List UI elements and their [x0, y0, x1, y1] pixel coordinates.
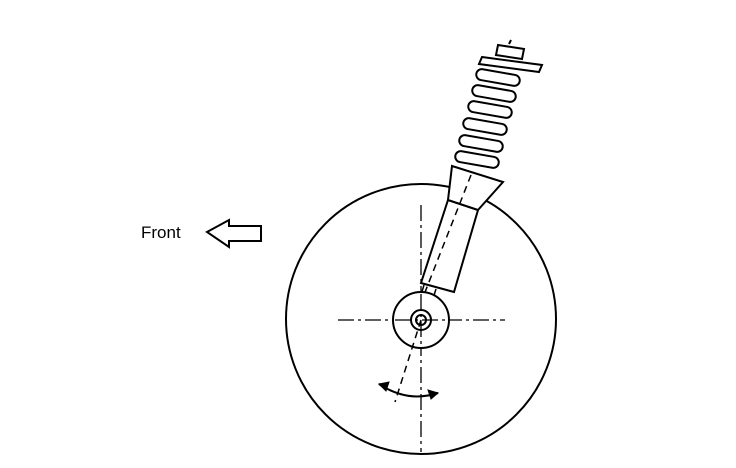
strut-assembly	[417, 164, 505, 311]
caster-angle-arrowhead-right	[427, 389, 440, 400]
spring-seat	[446, 164, 505, 212]
caster-angle-arrowhead	[377, 381, 390, 392]
front-arrow-icon	[205, 218, 262, 249]
strut-axis-line	[417, 174, 472, 311]
front-label: Front	[141, 223, 181, 242]
coil-spring	[454, 68, 521, 169]
strut-body	[419, 198, 480, 294]
wheel-outline	[285, 183, 557, 455]
caster-axis-line	[394, 319, 422, 403]
upper-mount	[477, 39, 544, 74]
